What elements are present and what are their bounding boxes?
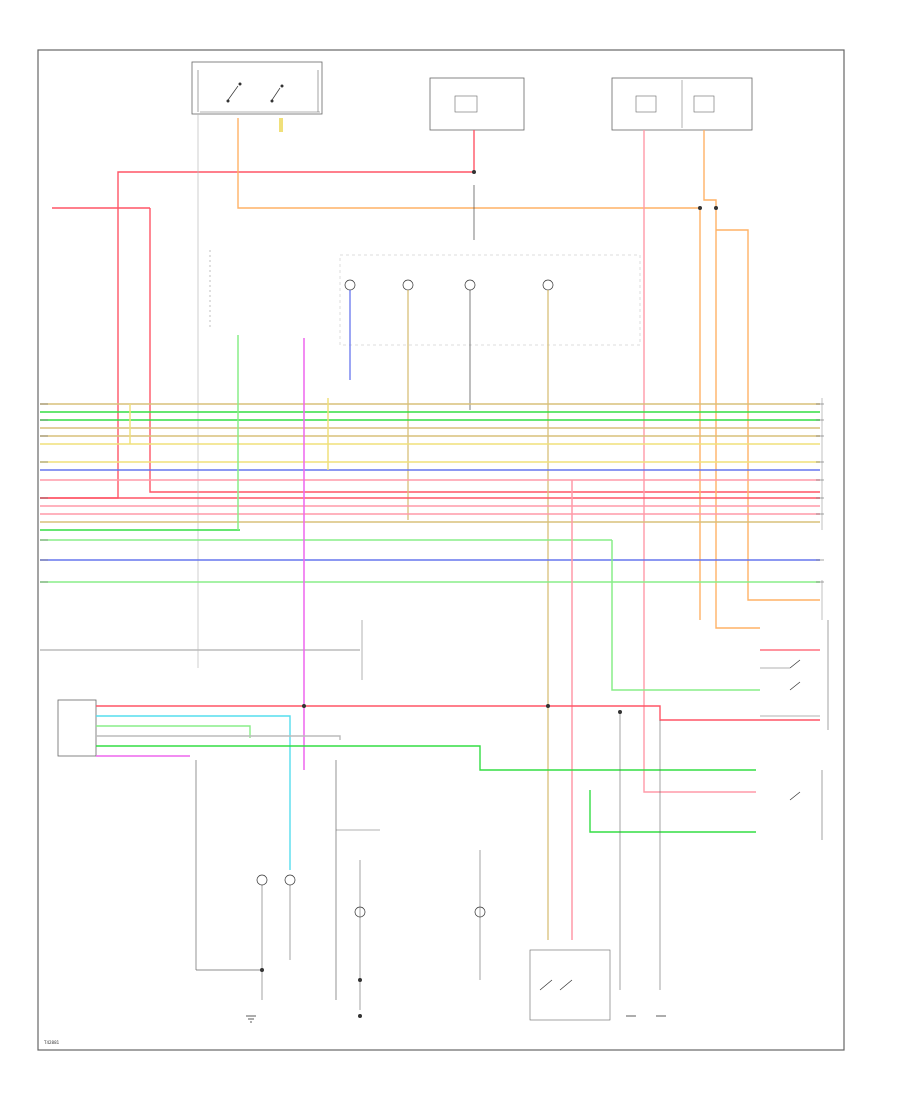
lower-center-components	[195, 712, 666, 1023]
lamp-icon	[284, 874, 296, 886]
lamp-icon	[542, 279, 554, 940]
top-left-switch-box	[191, 61, 323, 132]
ground-icon	[246, 1015, 256, 1023]
lamp-icon	[464, 279, 476, 410]
footer-code: T42881	[43, 1040, 60, 1045]
switch-icon	[270, 84, 284, 103]
diagram-frame	[37, 49, 845, 1051]
connector-icon	[40, 403, 824, 583]
ground-icon	[358, 1014, 362, 1018]
top-right-fuse-box	[611, 77, 753, 131]
splice-icon	[260, 170, 718, 982]
switch-icon	[789, 659, 801, 801]
middle-lamp-modules	[339, 254, 641, 940]
switch-icon	[226, 82, 242, 103]
relay-icon	[529, 949, 611, 1021]
lower-left-module	[57, 699, 820, 870]
lamp-icon	[344, 279, 356, 380]
lamp-icon	[256, 874, 268, 886]
lamp-icon	[402, 279, 414, 520]
right-connector-column	[760, 398, 829, 840]
top-vertical-wires	[40, 114, 820, 793]
top-center-fuse-box	[429, 77, 525, 131]
bus-wires	[40, 335, 820, 940]
yellow-fuse-mark	[279, 118, 283, 132]
